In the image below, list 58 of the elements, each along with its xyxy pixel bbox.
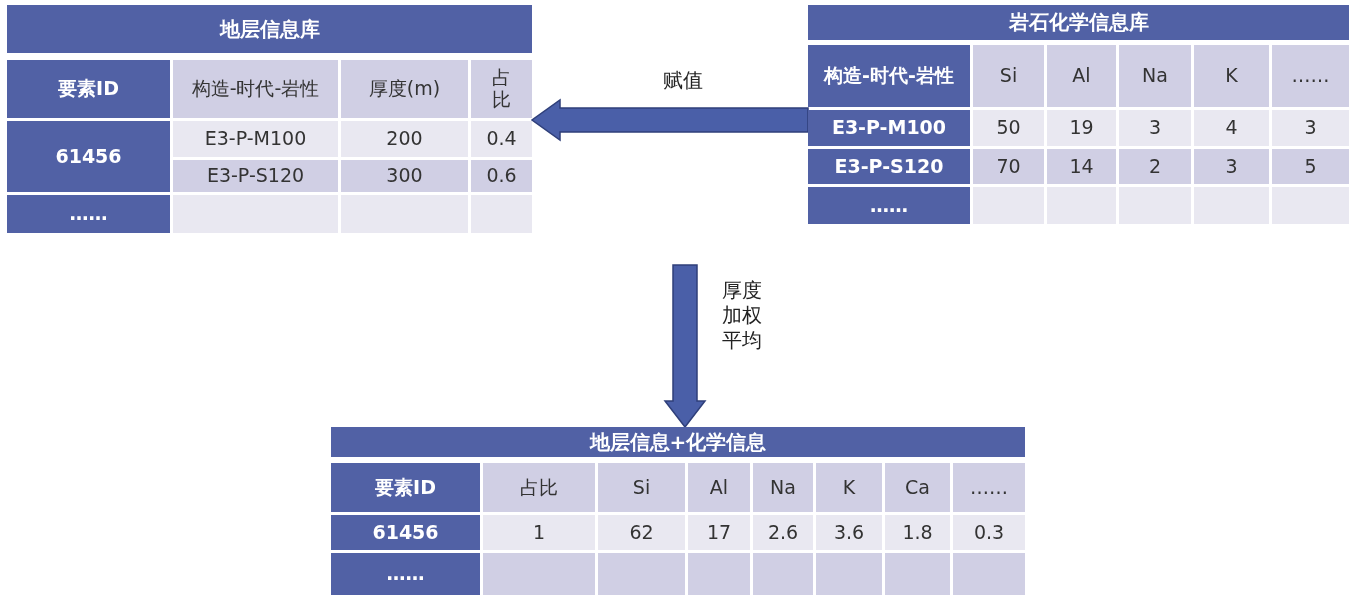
table-cell: E3-P-M100 <box>808 110 970 146</box>
table-cell: 4 <box>1194 110 1269 146</box>
header-cell: 占比 <box>483 463 595 512</box>
header-cell: 要素ID <box>7 60 170 118</box>
table-cell: 1 <box>483 515 595 550</box>
table-cell: …… <box>7 195 170 233</box>
data-table <box>808 5 1349 224</box>
table-cell: 50 <box>973 110 1044 146</box>
header-cell: …… <box>1272 45 1349 107</box>
block-arrow <box>663 264 707 429</box>
header-cell: 要素ID <box>331 463 480 512</box>
header-cell: Si <box>598 463 685 512</box>
header-cell: 厚度(m) <box>341 60 468 118</box>
header-cell: 构造-时代-岩性 <box>173 60 338 118</box>
table-cell: 0.4 <box>471 121 532 157</box>
table-cell: 62 <box>598 515 685 550</box>
table-title: 地层信息库 <box>7 5 532 53</box>
table-title: 地层信息+化学信息 <box>331 427 1025 457</box>
data-table <box>7 5 532 233</box>
block-arrow <box>530 98 809 142</box>
table-cell: 3 <box>1272 110 1349 146</box>
table-cell: 19 <box>1047 110 1116 146</box>
table-cell: 0.6 <box>471 160 532 192</box>
table-cell: 300 <box>341 160 468 192</box>
header-cell: Al <box>688 463 750 512</box>
table-cell: 3.6 <box>816 515 882 550</box>
header-cell: K <box>816 463 882 512</box>
table-cell: 61456 <box>7 121 170 192</box>
header-cell: Si <box>973 45 1044 107</box>
table-cell: 1.8 <box>885 515 950 550</box>
data-table <box>331 427 1025 595</box>
table-cell: 200 <box>341 121 468 157</box>
header-cell: …… <box>953 463 1025 512</box>
table-cell: 61456 <box>331 515 480 550</box>
header-cell: 占比 <box>471 60 532 118</box>
edge-label: 赋值 <box>663 68 703 93</box>
table-cell: E3-P-S120 <box>808 149 970 184</box>
header-cell: Na <box>753 463 813 512</box>
table-cell: E3-P-S120 <box>173 160 338 192</box>
table-cell: 5 <box>1272 149 1349 184</box>
table-cell: 3 <box>1194 149 1269 184</box>
table-cell: 70 <box>973 149 1044 184</box>
table-cell: …… <box>331 553 480 595</box>
header-cell: Na <box>1119 45 1191 107</box>
header-cell: Al <box>1047 45 1116 107</box>
table-cell: 0.3 <box>953 515 1025 550</box>
header-cell: K <box>1194 45 1269 107</box>
table-cell: 14 <box>1047 149 1116 184</box>
table-cell: …… <box>808 187 970 224</box>
table-cell: 17 <box>688 515 750 550</box>
header-cell: Ca <box>885 463 950 512</box>
edge-label: 厚度加权平均 <box>722 278 762 353</box>
table-cell: 3 <box>1119 110 1191 146</box>
table-cell: 2 <box>1119 149 1191 184</box>
table-cell: E3-P-M100 <box>173 121 338 157</box>
table-title: 岩石化学信息库 <box>808 5 1349 40</box>
table-cell: 2.6 <box>753 515 813 550</box>
header-cell: 构造-时代-岩性 <box>808 45 970 107</box>
